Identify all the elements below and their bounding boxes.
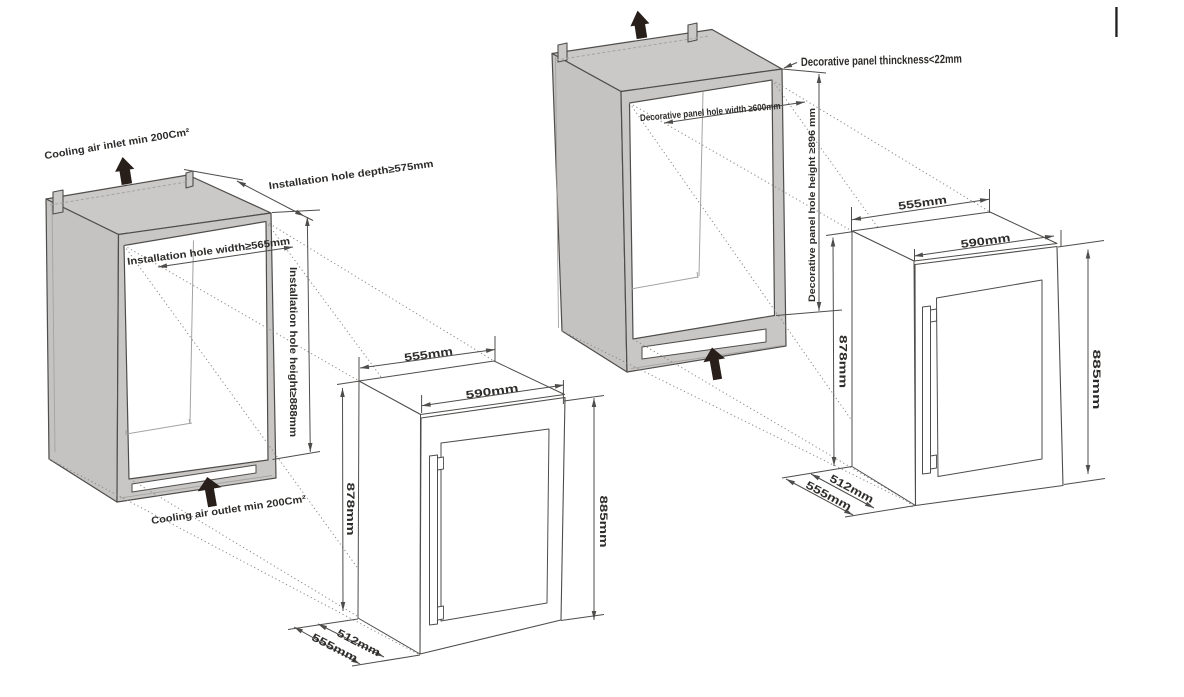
svg-text:Installation hole depth≥575mm: Installation hole depth≥575mm [268,159,434,192]
svg-text:Decorative panel hole width ≥6: Decorative panel hole width ≥600mm [640,101,781,124]
svg-text:555mm: 555mm [403,346,453,365]
svg-text:Cooling air inlet min 200Cm²: Cooling air inlet min 200Cm² [44,127,192,162]
svg-text:555mm: 555mm [897,194,947,213]
svg-text:878mm: 878mm [837,335,849,388]
svg-text:Decorative panel thinckness<2: Decorative panel thinckness<22mm [801,52,962,69]
svg-text:885mm: 885mm [597,496,609,548]
svg-text:885mm: 885mm [1090,350,1102,410]
svg-text:878mm: 878mm [344,483,356,536]
svg-text:Decorative panel hole height ≥: Decorative panel hole height ≥896 mm [807,108,818,302]
svg-text:Cooling air outlet min 200Cm²: Cooling air outlet min 200Cm² [151,494,308,527]
svg-text:Installation hole height≥888mm: Installation hole height≥888mm [287,267,298,437]
